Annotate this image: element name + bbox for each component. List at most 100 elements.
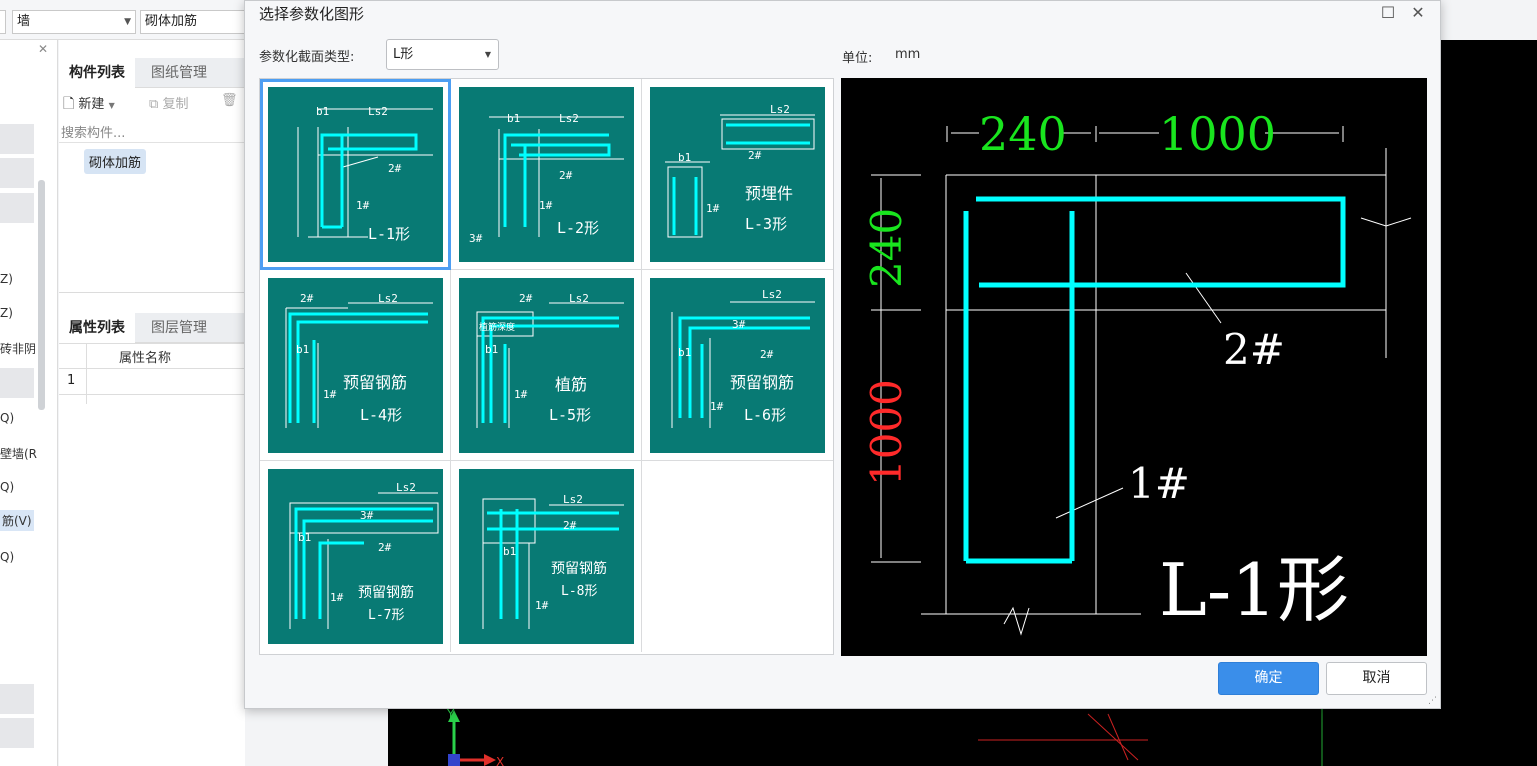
shape-thumb: 2# Ls2 植筋深度 b1 1# 植筋 L-5形: [459, 278, 634, 453]
bar-label-2: 2#: [378, 541, 392, 554]
shape-cell-l4[interactable]: 2# Ls2 b1 1# 预留钢筋 L-4形: [260, 270, 451, 461]
element-type-combo[interactable]: 墙 ▼: [12, 10, 136, 34]
component-panel: 构件列表 图纸管理 🗋 新建 ▼ ⧉ 复制 🗑 搜索构件... 砌体加筋 属性列…: [59, 40, 245, 766]
column-header: 属性名称: [119, 351, 172, 366]
strip-item[interactable]: Q): [0, 550, 15, 564]
copy-label: 复制: [162, 97, 189, 112]
bar-label-1: 1#: [539, 199, 553, 212]
scrollbar-thumb[interactable]: [38, 180, 45, 410]
strip-item[interactable]: 壁墙(R: [0, 447, 38, 461]
element-subtype-combo[interactable]: 砌体加筋: [140, 10, 245, 34]
cad-canvas-right[interactable]: [1440, 40, 1537, 708]
cancel-button[interactable]: 取消: [1326, 662, 1427, 695]
component-item[interactable]: 砌体加筋: [84, 149, 147, 174]
shape-name: L-4形: [360, 406, 402, 424]
unit-label: 单位:: [842, 51, 873, 66]
chevron-down-icon: ▼: [484, 50, 491, 59]
tab-drawing-management[interactable]: 图纸管理: [151, 65, 207, 81]
copy-icon: ⧉: [149, 97, 159, 112]
shape-cell-l2[interactable]: b1 Ls2 2# 1# 3# L-2形: [451, 79, 642, 270]
chevron-down-icon: ▼: [108, 101, 115, 110]
divider: [59, 142, 245, 143]
strip-item[interactable]: 砖非阴: [0, 342, 37, 356]
dialog-title: 选择参数化图形: [259, 5, 365, 23]
copy-button[interactable]: ⧉ 复制: [149, 93, 188, 112]
shape-thumb: Ls2 2# b1 1# 预留钢筋 L-8形: [459, 469, 634, 644]
element-type-value: 墙: [17, 14, 31, 29]
cad-canvas-drawing: Y X: [446, 707, 1323, 766]
dim-b1-value: 240: [979, 107, 1067, 161]
bar-label-1: 1#: [535, 599, 549, 612]
resize-grip-icon[interactable]: ⋰: [1428, 696, 1437, 706]
close-icon[interactable]: ✕: [1411, 3, 1425, 22]
unit-value: mm: [895, 47, 921, 62]
close-icon[interactable]: ✕: [38, 42, 49, 56]
shape-cell-l3[interactable]: Ls2 b1 2# 1# 预埋件 L-3形: [642, 79, 833, 270]
shape-l4-drawing: 2# Ls2 b1 1# 预留钢筋 L-4形: [285, 292, 433, 428]
shape-name: L-7形: [368, 608, 404, 623]
strip-block[interactable]: [0, 718, 34, 748]
dim-label-b1: b1: [485, 343, 498, 356]
shape-l2-drawing: b1 Ls2 2# 1# 3# L-2形: [469, 112, 624, 245]
bar-label-2: 2#: [748, 149, 762, 162]
shape-sub: 预留钢筋: [730, 373, 794, 392]
y-axis-arrow: [448, 710, 460, 722]
bar-label-2: 2#: [388, 162, 402, 175]
property-tabs: 属性列表 图层管理: [59, 313, 245, 343]
shape-cell-l1[interactable]: b1 Ls2 2# 1# L-1形: [260, 79, 451, 270]
bar-label-1: 1#: [330, 591, 344, 604]
tab-property-list[interactable]: 属性列表: [59, 313, 135, 343]
shape-cell-l5[interactable]: 2# Ls2 植筋深度 b1 1# 植筋 L-5形: [451, 270, 642, 461]
bar-label-3: 3#: [732, 318, 746, 331]
new-button[interactable]: 🗋 新建 ▼: [63, 93, 115, 117]
shape-sub: 预留钢筋: [343, 373, 407, 392]
delete-icon[interactable]: 🗑: [221, 93, 238, 108]
x-axis-arrow: [484, 754, 496, 766]
shape-cell-l8[interactable]: Ls2 2# b1 1# 预留钢筋 L-8形: [451, 461, 642, 652]
shape-l6-drawing: Ls2 3# b1 2# 1# 预留钢筋 L-6形: [671, 288, 815, 428]
shape-sub: 预留钢筋: [551, 560, 607, 577]
dim-label-ls2: Ls2: [569, 292, 589, 305]
strip-block[interactable]: [0, 158, 34, 188]
shape-cell-l7[interactable]: Ls2 3# b1 2# 1# 预留钢筋 L-7形: [260, 461, 451, 652]
shape-l7-drawing: Ls2 3# b1 2# 1# 预留钢筋 L-7形: [289, 481, 439, 629]
preview-shape-name: L-1形: [1159, 548, 1349, 632]
strip-block[interactable]: [0, 193, 34, 223]
shape-sub: 预埋件: [745, 184, 793, 203]
strip-block[interactable]: [0, 124, 34, 154]
dim-label-ls2: Ls2: [762, 288, 782, 301]
left-combo-edge[interactable]: [0, 10, 6, 34]
shape-cell-l6[interactable]: Ls2 3# b1 2# 1# 预留钢筋 L-6形: [642, 270, 833, 461]
search-input[interactable]: 搜索构件...: [61, 126, 126, 141]
dim-label-b1: b1: [296, 343, 309, 356]
strip-item[interactable]: Z): [0, 272, 13, 286]
preview-bar-1: 1#: [1128, 459, 1190, 508]
strip-item[interactable]: Z): [0, 306, 13, 320]
shape-thumb: b1 Ls2 2# 1# 3# L-2形: [459, 87, 634, 262]
bar-label-1: 1#: [356, 199, 370, 212]
dim-b2-value: 240: [862, 208, 911, 288]
shape-name: L-8形: [561, 584, 597, 599]
bar-label-2: 2#: [563, 519, 577, 532]
bar-label-2: 2#: [300, 292, 314, 305]
dim-label-b1: b1: [678, 151, 691, 164]
strip-block[interactable]: [0, 684, 34, 714]
strip-item[interactable]: Q): [0, 411, 15, 425]
strip-item[interactable]: Q): [0, 480, 15, 494]
tab-component-list[interactable]: 构件列表: [59, 58, 135, 88]
confirm-button[interactable]: 确定: [1218, 662, 1319, 695]
cad-canvas[interactable]: Y X: [388, 707, 1537, 766]
maximize-icon[interactable]: ☐: [1380, 3, 1396, 22]
shape-name: L-2形: [557, 219, 599, 237]
shape-thumb: b1 Ls2 2# 1# L-1形: [268, 87, 443, 262]
tab-layer-management[interactable]: 图层管理: [151, 320, 207, 336]
bar-label-2: 2#: [519, 292, 533, 305]
cad-line: [1107, 713, 1129, 761]
bar-label-3: 3#: [469, 232, 483, 245]
strip-block[interactable]: [0, 368, 34, 398]
bar-label-1: 1#: [706, 202, 720, 215]
section-type-select[interactable]: L形 ▼: [386, 39, 499, 70]
row-number: 1: [67, 373, 76, 388]
strip-item-selected[interactable]: 筋(V): [0, 510, 34, 531]
property-table: 属性名称 1: [59, 343, 245, 404]
